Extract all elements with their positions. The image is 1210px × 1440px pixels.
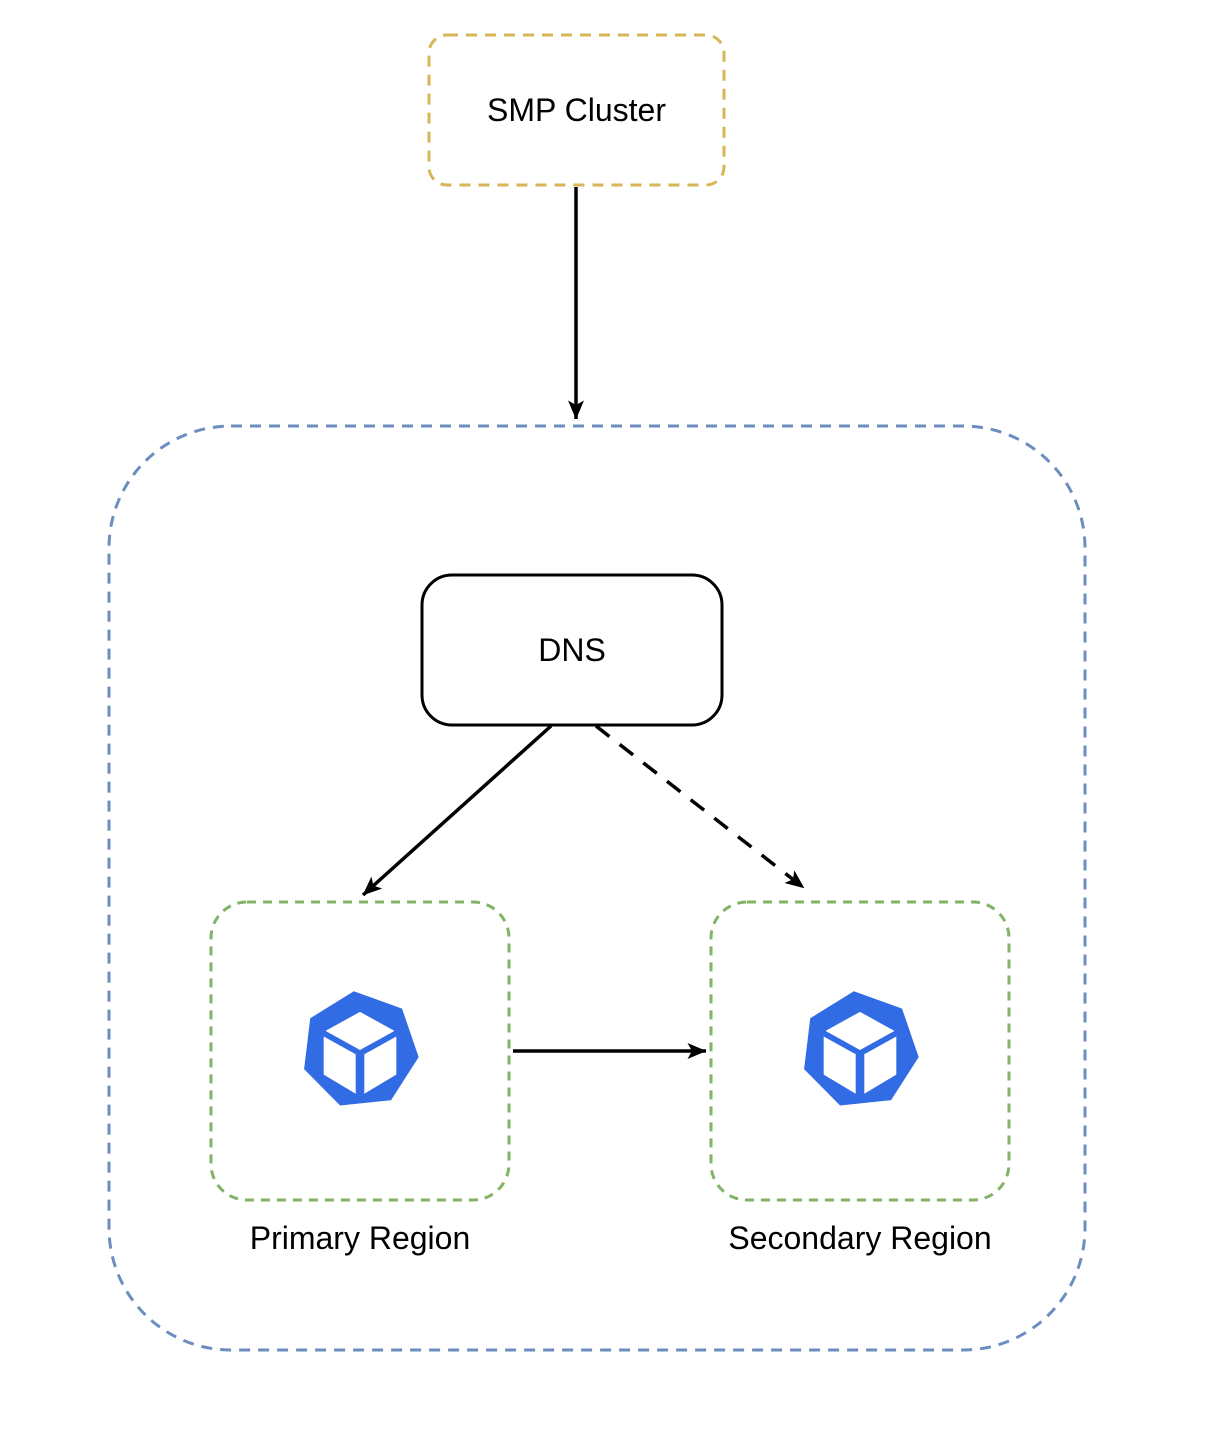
edge-dns-to-secondary-dashed	[594, 724, 806, 890]
smp-cluster-label: SMP Cluster	[486, 91, 666, 128]
dns-label: DNS	[538, 631, 606, 668]
secondary-region-label: Secondary Region	[728, 1219, 992, 1256]
primary-region-label: Primary Region	[249, 1219, 471, 1256]
edge-dns-to-primary	[361, 724, 553, 897]
outer-region-group	[107, 424, 1087, 1352]
kubernetes-node-icon	[804, 991, 919, 1106]
kubernetes-node-icon	[304, 991, 419, 1106]
